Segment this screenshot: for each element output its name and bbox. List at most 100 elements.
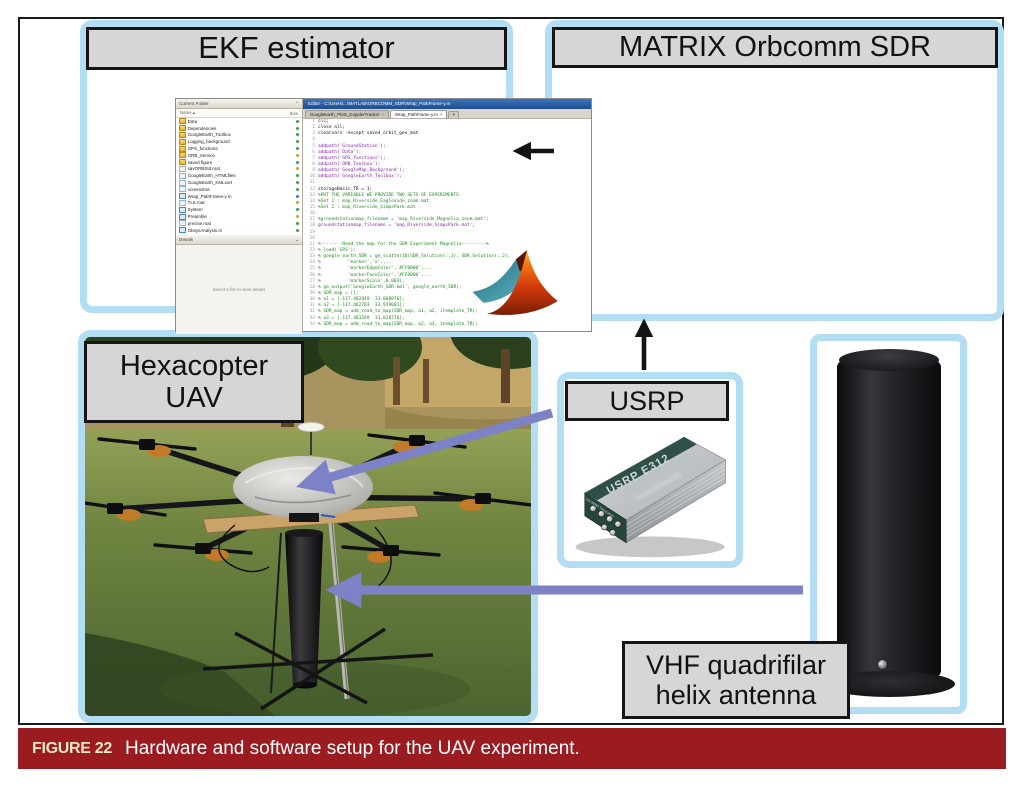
code-line: 29% SDR_map = [];: [309, 290, 359, 296]
file-icon: [179, 227, 186, 234]
close-icon[interactable]: ×: [381, 112, 384, 117]
folder-icon: [179, 159, 186, 166]
file-name: Data: [187, 118, 198, 124]
file-item[interactable]: Data: [176, 118, 302, 125]
usrp-photo: USRP E312 2x2 MIMO Transceiver: [575, 436, 727, 558]
collapse-icon[interactable]: ⌃: [295, 100, 299, 106]
editor-title-bar: Editor - C:\Users\...\MATLAB\ORBCOMM_SDR…: [303, 99, 591, 109]
file-status-dot: [296, 208, 299, 212]
details-hint: Select a file to view details: [212, 287, 266, 292]
file-item[interactable]: TLE.mat: [176, 199, 302, 207]
file-status-dot: [296, 167, 299, 171]
file-status-dot: [296, 201, 299, 205]
file-name: Wrap_PathFrame-y.m: [187, 193, 232, 199]
editor-tab-label: Wrap_PathFrame-y.m: [394, 112, 438, 117]
file-item[interactable]: ORB_Service: [176, 152, 302, 159]
folder-icon: [179, 118, 186, 125]
file-status-dot: [296, 133, 299, 137]
figure-caption-text: Hardware and software setup for the UAV …: [125, 737, 580, 759]
code-line: 16: [309, 211, 315, 217]
file-item[interactable]: GPS_functions: [176, 145, 302, 152]
folder-icon: [179, 145, 186, 152]
file-name: GoogleEarth_KMLsort: [187, 180, 233, 186]
file-status-dot: [296, 147, 299, 151]
file-item[interactable]: precise.mat: [176, 220, 302, 227]
antenna-cylinder: [837, 349, 941, 687]
figure-caption: FIGURE 22 Hardware and software setup fo…: [18, 728, 1006, 769]
file-item[interactable]: GoogleEarth_KMLsort: [176, 179, 302, 186]
file-status-dot: [296, 153, 299, 157]
usrp-label-text: USRP: [609, 385, 685, 416]
details-header[interactable]: Details ⌄: [176, 235, 302, 245]
editor-tab[interactable]: GoogleEarth_Plots_DopplerTracker×: [305, 110, 389, 118]
code-line: 14%Set 1 : map_Riverside_Eagleside_zoom.…: [309, 198, 430, 204]
file-item[interactable]: ObsysAnalysis.m: [176, 227, 302, 234]
editor-tab-bar: GoogleEarth_Plots_DopplerTracker× Wrap_P…: [303, 109, 591, 119]
file-icon: [179, 172, 186, 179]
file-status-dot: [296, 221, 299, 225]
file-status-dot: [296, 140, 299, 144]
code-line: 32% SDR_map = add_road_to_map(SDR_map, a…: [309, 309, 478, 315]
hexacopter-label-line1: Hexacopter: [119, 349, 269, 382]
folder-icon: [179, 138, 186, 145]
file-name: TLE.mat: [187, 200, 205, 206]
code-line: 34% SDR_map = add_road_to_map(SDR_map, a…: [309, 321, 478, 327]
file-item[interactable]: Preamble: [176, 213, 302, 220]
file-item[interactable]: Wrap_PathFrame-y.m: [176, 193, 302, 200]
file-name: savORBStd.mat: [187, 166, 220, 172]
file-item[interactable]: GoogleEarth_Toolbox: [176, 131, 302, 139]
file-item[interactable]: savORBStd.mat: [176, 165, 302, 173]
code-line: 24% 'marker','o',...: [309, 260, 392, 266]
matlab-logo: [472, 250, 558, 316]
hexacopter-label-line2: UAV: [165, 382, 223, 414]
matrix-sdr-label-text: MATRIX Orbcomm SDR: [618, 31, 932, 64]
file-icon: [179, 213, 186, 220]
new-tab-button[interactable]: +: [448, 111, 460, 118]
current-folder-title: Current Folder: [179, 101, 209, 106]
file-item[interactable]: Dependencies: [176, 125, 302, 132]
arrow-usrp-to-uav: [296, 408, 554, 495]
landing-frame: [202, 627, 434, 711]
chevron-down-icon[interactable]: ⌄: [295, 236, 299, 242]
file-item[interactable]: System: [176, 206, 302, 213]
sma-connectors: [589, 505, 622, 536]
matrix-sdr-panel: ORBCOMM SDR Front Panel Acquisition Skip…: [545, 20, 1004, 321]
arrow-sdr-to-ekf: [512, 141, 554, 161]
folder-icon: [179, 125, 186, 132]
file-item[interactable]: saved figure: [176, 159, 302, 166]
file-item[interactable]: Logging_background: [176, 138, 302, 145]
file-item[interactable]: screenshot: [176, 186, 302, 193]
antenna-connector: [877, 659, 888, 670]
ekf-estimator-label-text: EKF estimator: [198, 30, 395, 66]
current-folder-header: Current Folder ⌃: [176, 99, 302, 109]
code-line: 27% 'markerScale',0.003);: [309, 278, 405, 284]
file-item[interactable]: GoogleEarth_HTMLfiles: [176, 172, 302, 179]
code-line: 11: [309, 180, 315, 186]
folder-column-headers[interactable]: Name ▴ Size: [176, 109, 302, 118]
close-icon[interactable]: ×: [439, 112, 443, 117]
editor-tab-label: GoogleEarth_Plots_DopplerTracker: [310, 112, 380, 117]
editor-tab[interactable]: Wrap_PathFrame-y.m×: [389, 110, 448, 118]
file-status-dot: [296, 228, 299, 232]
file-status-dot: [296, 174, 299, 178]
name-column-header[interactable]: Name ▴: [180, 110, 196, 115]
file-icon: [179, 165, 186, 172]
file-name: screenshot: [187, 186, 210, 192]
size-column-header[interactable]: Size: [289, 110, 298, 116]
code-line: 25% 'markerEdgeColor','#FF0000',...: [309, 266, 432, 272]
file-icon: [179, 220, 186, 227]
file-status-dot: [296, 181, 299, 185]
file-icon: [179, 179, 186, 186]
